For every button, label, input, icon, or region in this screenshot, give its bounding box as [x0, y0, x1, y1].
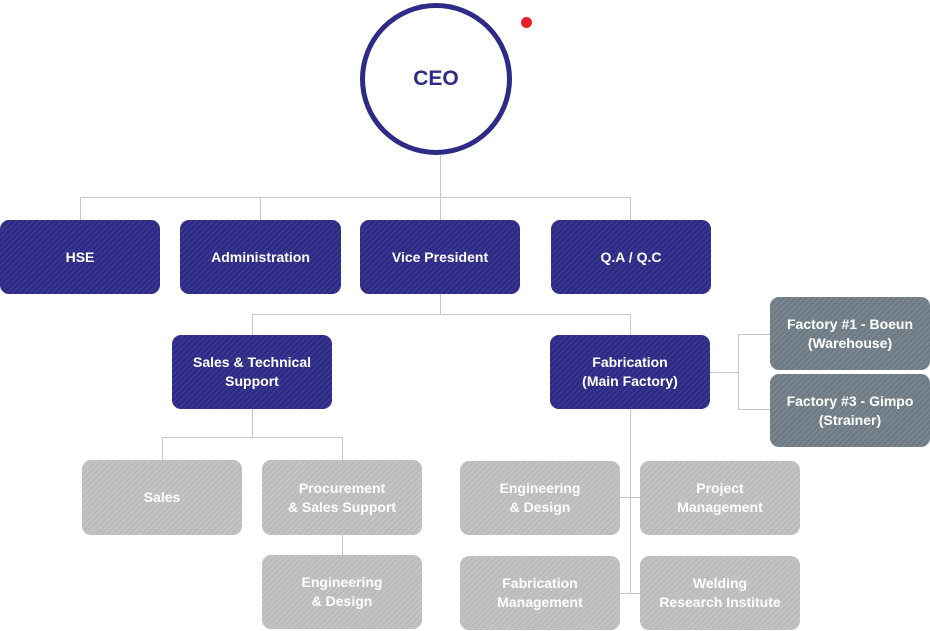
node-qa-qc: Q.A / Q.C	[551, 220, 711, 294]
node-engineering-design-fabrication: Engineering & Design	[460, 461, 620, 535]
node-engineering-design-sales: Engineering & Design	[262, 555, 422, 629]
ceo-node: CEO	[360, 3, 512, 155]
node-fabrication-management: Fabrication Management	[460, 556, 620, 630]
node-procurement-sales-support: Procurement & Sales Support	[262, 460, 422, 535]
node-fabrication-main-factory: Fabrication (Main Factory)	[550, 335, 710, 409]
node-administration: Administration	[180, 220, 341, 294]
node-factory-1-boeun: Factory #1 - Boeun (Warehouse)	[770, 297, 930, 370]
node-project-management: Project Management	[640, 461, 800, 535]
node-sales-technical-support: Sales & Technical Support	[172, 335, 332, 409]
status-dot-icon	[521, 17, 532, 28]
node-sales: Sales	[82, 460, 242, 535]
node-factory-3-gimpo: Factory #3 - Gimpo (Strainer)	[770, 374, 930, 447]
node-vice-president: Vice President	[360, 220, 520, 294]
node-hse: HSE	[0, 220, 160, 294]
ceo-label: CEO	[413, 67, 459, 90]
node-welding-research-institute: Welding Research Institute	[640, 556, 800, 630]
